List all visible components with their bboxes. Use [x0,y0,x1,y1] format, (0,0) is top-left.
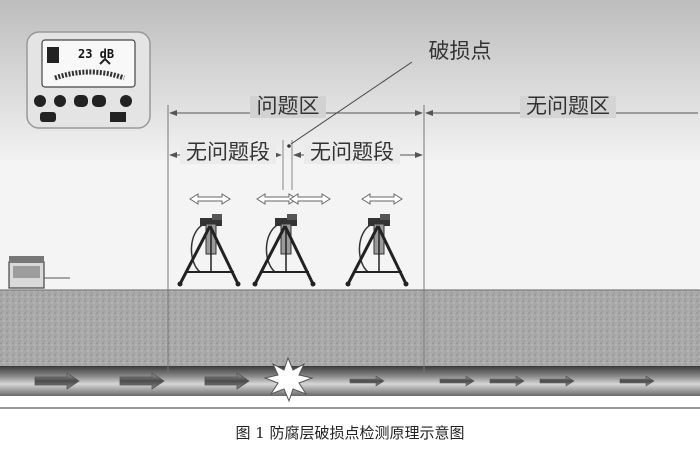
problem-zone-label: 问题区 [257,94,320,118]
damage-point-leader [290,61,413,145]
signal-transmitter-icon [8,256,70,289]
detector-reading: 23 dB [78,47,114,61]
no-problem-segment-right-label: 无问题段 [310,140,394,164]
soil-layer [0,290,700,370]
damage-point-label: 破损点 [429,39,492,63]
no-problem-segment-left-label: 无问题段 [186,140,270,164]
ground-surface [0,160,700,290]
damage-spark-icon [263,356,314,403]
figure-caption: 图 1 防腐层破损点检测原理示意图 [235,424,464,442]
handheld-detector-icon: 23 dB [26,31,151,129]
no-problem-zone-label: 无问题区 [526,94,610,118]
